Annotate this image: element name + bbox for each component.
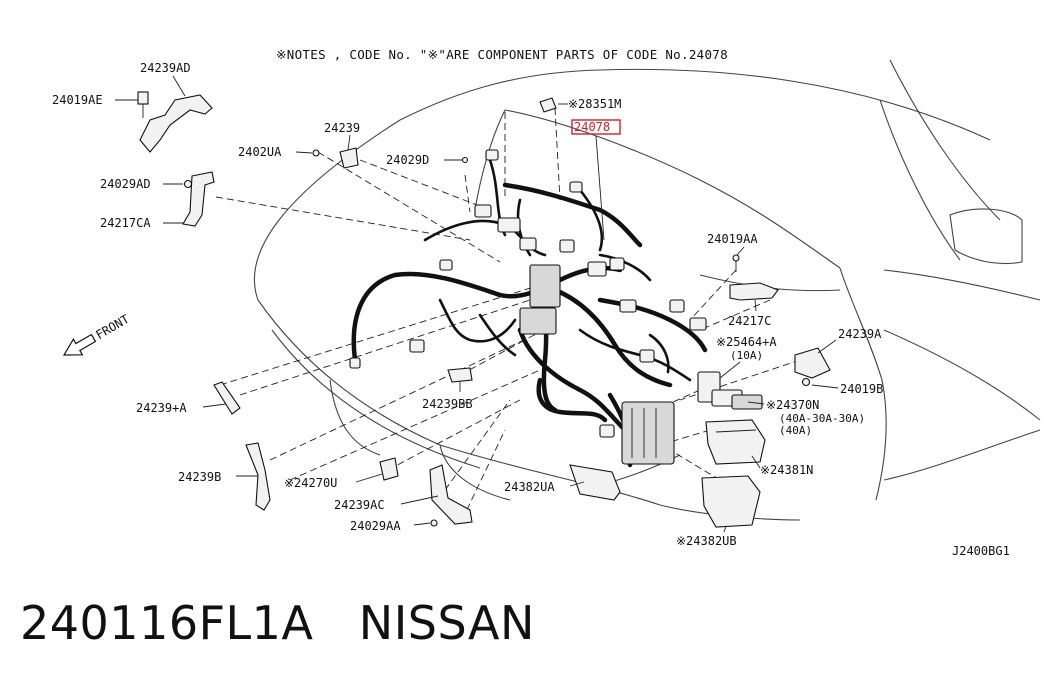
label-24029D: 24029D xyxy=(386,153,429,167)
part-labels: 24239AD 24019AE 24029AD 24217CA 24239 24… xyxy=(52,61,883,548)
label-24217C: 24217C xyxy=(728,314,771,328)
label-24382UA: 24382UA xyxy=(504,480,555,494)
label-24370N-rating-1: (40A-30A-30A) xyxy=(779,412,865,425)
label-24019AA: 24019AA xyxy=(707,232,758,246)
label-24239B: 24239B xyxy=(178,470,221,484)
label-24239plusA: 24239+A xyxy=(136,401,187,415)
arrow-left-icon xyxy=(62,333,97,356)
label-24239A: 24239A xyxy=(838,327,882,341)
label-24239BB: 24239BB xyxy=(422,397,473,411)
front-arrow: FRONT xyxy=(62,312,132,356)
label-24029AD: 24029AD xyxy=(100,177,151,191)
highlight-box-24078 xyxy=(571,119,621,135)
label-25464A-rating: (10A) xyxy=(730,349,763,362)
notes-header: ※NOTES , CODE No. "※"ARE COMPONENT PARTS… xyxy=(276,47,728,62)
label-24381N: ※24381N xyxy=(760,463,813,477)
label-24019AE: 24019AE xyxy=(52,93,103,107)
label-24217CA: 24217CA xyxy=(100,216,151,230)
label-leaders xyxy=(115,75,839,533)
label-24019B: 24019B xyxy=(840,382,883,396)
front-label: FRONT xyxy=(93,312,131,342)
label-2402UA: 2402UA xyxy=(238,145,282,159)
dashed-leaders xyxy=(215,107,801,521)
part-caption: 240116FL1A NISSAN xyxy=(20,596,535,650)
label-25464A: ※25464+A xyxy=(716,335,777,349)
main-wiring-harness xyxy=(349,149,708,468)
label-24078: 24078 xyxy=(574,120,610,134)
diagram-id: J2400BG1 xyxy=(952,544,1010,558)
label-24370N: ※24370N xyxy=(766,398,819,412)
label-24029AA: 24029AA xyxy=(350,519,401,533)
label-24239AD: 24239AD xyxy=(140,61,191,75)
label-28351M: ※28351M xyxy=(568,97,621,111)
label-24239AC: 24239AC xyxy=(334,498,385,512)
label-24270U: ※24270U xyxy=(284,476,337,490)
label-24370N-rating-2: (40A) xyxy=(779,424,812,437)
label-24382UB: ※24382UB xyxy=(676,534,737,548)
label-24239: 24239 xyxy=(324,121,360,135)
brackets-and-clips xyxy=(137,91,831,528)
